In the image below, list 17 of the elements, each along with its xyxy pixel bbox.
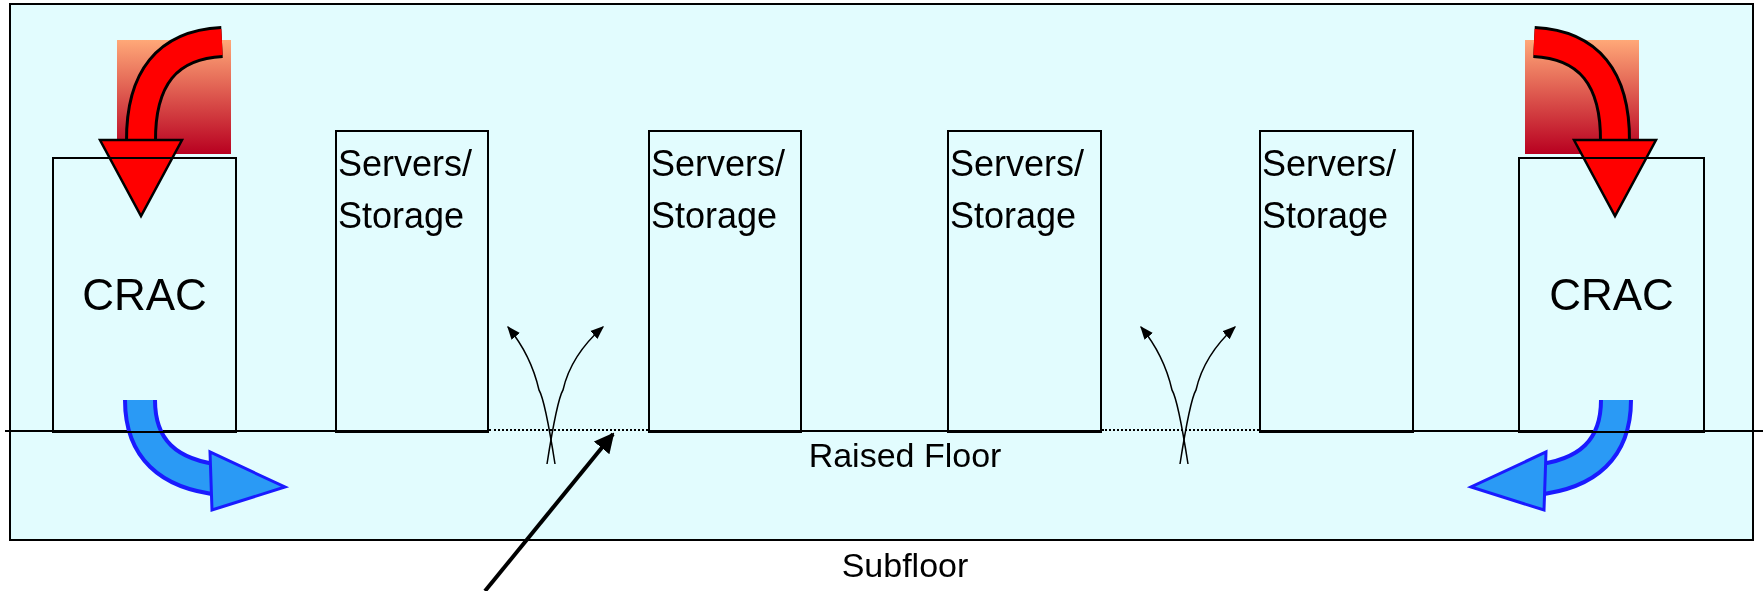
- area-label: Subfloor: [840, 548, 970, 582]
- rack-label: Servers/ Storage: [650, 142, 787, 239]
- server-rack: [1259, 130, 1414, 433]
- unit-label: CRAC: [82, 273, 207, 317]
- server-rack: [947, 130, 1102, 433]
- perforated-floor-tile: [1102, 429, 1259, 434]
- crac-unit: [52, 157, 237, 433]
- area-label: Raised Floor: [807, 438, 1003, 472]
- crac-unit: [1518, 157, 1705, 433]
- rack-label: Servers/ Storage: [337, 142, 474, 239]
- perforated-floor-tile: [489, 429, 648, 434]
- rack-label: Servers/ Storage: [1261, 142, 1398, 239]
- server-rack: [335, 130, 489, 433]
- rack-label: Servers/ Storage: [949, 142, 1086, 239]
- unit-label: CRAC: [1549, 273, 1674, 317]
- leader-arrow: [483, 432, 615, 591]
- server-rack: [648, 130, 802, 433]
